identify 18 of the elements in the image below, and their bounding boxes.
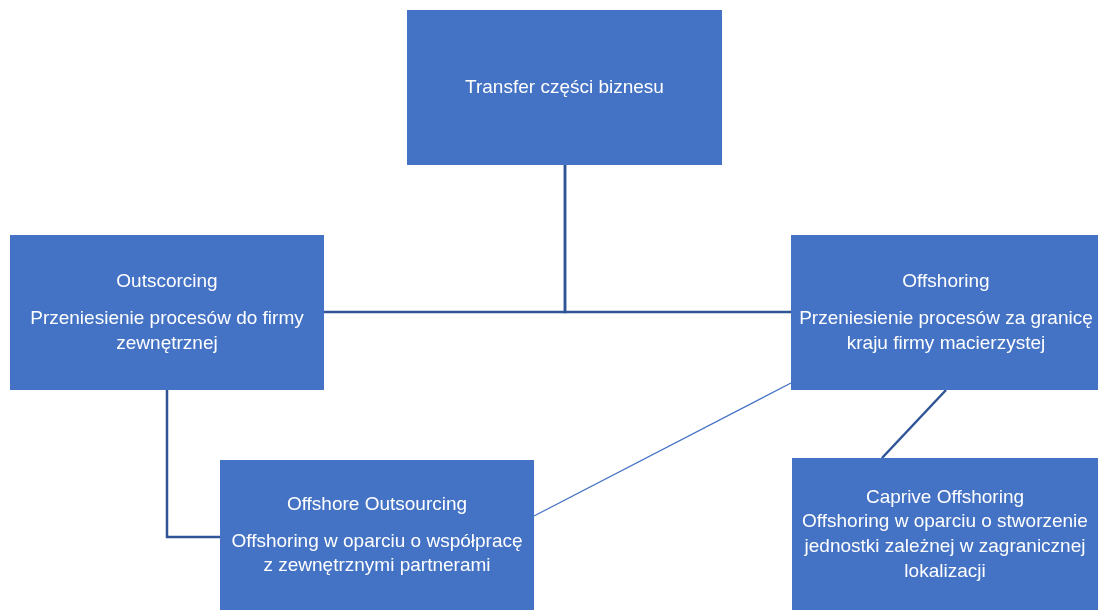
connector-line <box>881 389 947 459</box>
process-box <box>407 10 722 165</box>
connector-line <box>533 382 792 517</box>
box-heading: Outscorcing <box>116 269 218 294</box>
connector-line <box>563 165 791 314</box>
box-text: Offshoring w oparciu o współpracę z zewnętrznymi partnerami <box>230 528 524 578</box>
process-box <box>791 235 1098 390</box>
box-heading: Caprive Offshoring <box>865 484 1025 509</box>
box-heading: Transfer części biznesu <box>465 75 664 100</box>
box-text: Przeniesienie procesów do firmy zewnętrznej <box>29 306 305 355</box>
box-text: Offshoring w oparciu o stworzenie jednostki zależnej w zagranicznej lokalizacji <box>801 509 1089 583</box>
process-box <box>220 460 534 610</box>
process-box <box>10 235 324 390</box>
connector-line <box>165 390 220 539</box>
box-heading: Offshore Outsourcing <box>286 491 468 516</box>
process-box <box>792 458 1098 610</box>
box-text: Przeniesienie procesów za granicę kraju firmy macierzystej <box>799 306 1093 355</box>
box-heading: Offshoring <box>902 269 990 294</box>
